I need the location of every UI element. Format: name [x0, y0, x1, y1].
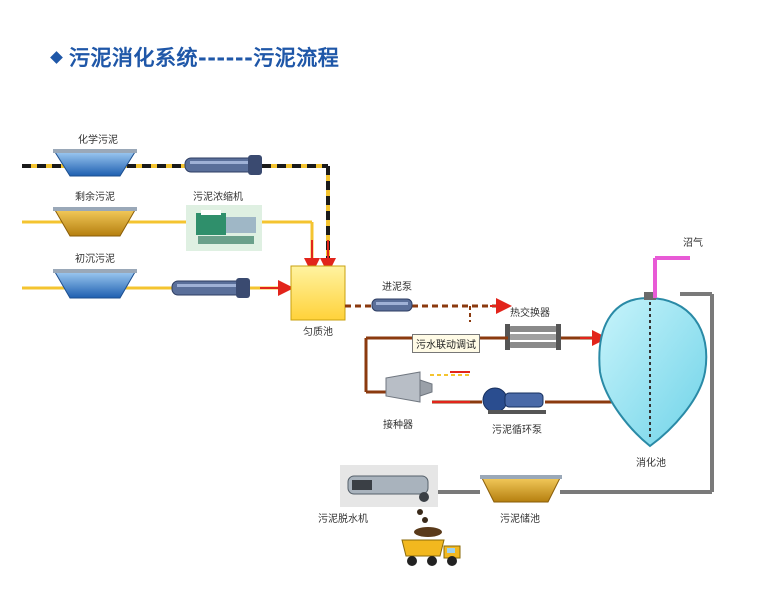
- excess-sludge-label: 剩余污泥: [75, 190, 115, 203]
- inoculator: [385, 371, 433, 403]
- linkage-note: 污水联动调试: [412, 334, 480, 353]
- homogenizer-to-feed-pump-line: [345, 298, 512, 322]
- homogenizer-tank: [290, 265, 346, 321]
- storage-tank-label: 污泥储池: [500, 512, 540, 525]
- excess-sludge-tank: [53, 207, 137, 237]
- heat-exchanger-label: 热交换器: [510, 306, 550, 319]
- inoculator-label: 接种器: [383, 418, 413, 431]
- screw-thickener-top: [184, 155, 262, 175]
- heat-exchanger: [505, 324, 561, 350]
- title-text: 污泥消化系统------污泥流程: [69, 46, 340, 70]
- biogas-pipe: [653, 256, 690, 298]
- thickener-label: 污泥浓缩机: [193, 190, 243, 203]
- sludge-cake-drops: [414, 509, 442, 537]
- feed-pump: [371, 298, 413, 312]
- digester-outflow-line: [438, 292, 714, 494]
- page-title: 污泥消化系统------污泥流程: [50, 42, 340, 72]
- homogenizer-label: 匀质池: [303, 325, 333, 338]
- digester-tank: [598, 292, 708, 448]
- biogas-label: 沼气: [683, 236, 703, 249]
- primary-sludge-label: 初沉污泥: [75, 252, 115, 265]
- circulation-pump: [482, 387, 546, 414]
- dewatering-machine-label: 污泥脱水机: [318, 512, 368, 525]
- circulation-pump-label: 污泥循环泵: [492, 423, 542, 436]
- digester-label: 消化池: [636, 456, 666, 469]
- chemical-sludge-label: 化学污泥: [78, 133, 118, 146]
- screw-thickener-bottom: [171, 278, 250, 298]
- primary-sludge-tank: [53, 269, 137, 299]
- chemical-sludge-tank: [53, 149, 137, 177]
- dewatering-machine: [340, 465, 438, 507]
- dump-truck-icon: [401, 539, 461, 566]
- sludge-storage-tank: [480, 475, 562, 503]
- thickener-machine: [186, 205, 262, 251]
- feed-pump-label: 进泥泵: [382, 280, 412, 293]
